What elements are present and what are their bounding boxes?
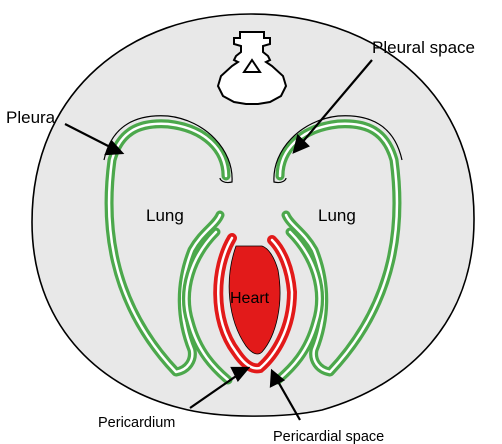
label-heart: Heart [230,290,270,307]
label-pleura: Pleura [6,108,56,127]
label-pericardial-space: Pericardial space [273,429,384,444]
label-lung-left: Lung [146,206,184,225]
label-pericardium: Pericardium [98,415,175,431]
label-lung-right: Lung [318,206,356,225]
label-pleural-space: Pleural space [372,38,475,57]
